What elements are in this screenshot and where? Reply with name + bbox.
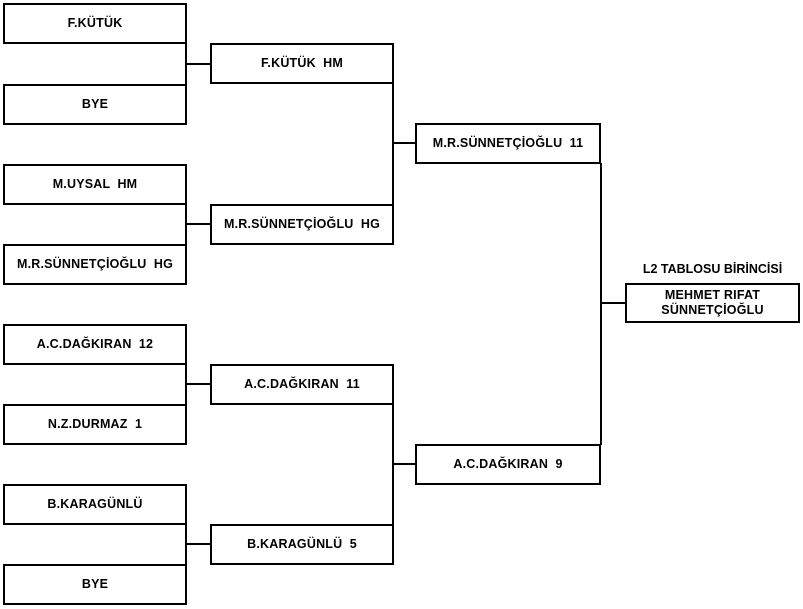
bracket-slot-r1-8[interactable]: BYE bbox=[3, 564, 187, 605]
connector-h-final bbox=[601, 302, 626, 304]
slot-label: A.C.DAĞKIRAN 11 bbox=[244, 376, 360, 391]
bracket-slot-r2-1[interactable]: F.KÜTÜK HM bbox=[210, 43, 394, 84]
connector-h-r2-pair1 bbox=[393, 142, 416, 144]
slot-label: F.KÜTÜK HM bbox=[260, 55, 344, 70]
slot-label: A.C.DAĞKIRAN 9 bbox=[453, 456, 563, 471]
connector-v-r2-pair1 bbox=[392, 84, 394, 205]
slot-label: M.R.SÜNNETÇİOĞLU HG bbox=[16, 256, 174, 271]
slot-label: M.UYSAL HM bbox=[52, 176, 138, 191]
slot-label: A.C.DAĞKIRAN 12 bbox=[36, 336, 154, 351]
slot-label: B.KARAGÜNLÜ bbox=[47, 496, 143, 511]
bracket-slot-r1-6[interactable]: N.Z.DURMAZ 1 bbox=[3, 404, 187, 445]
connector-h-r1-pair3 bbox=[186, 383, 211, 385]
connector-v-r1-pair4 bbox=[185, 525, 187, 566]
connector-v-r1-pair3 bbox=[185, 365, 187, 406]
connector-v-r2-pair2 bbox=[392, 405, 394, 525]
connector-v-r1-pair2 bbox=[185, 205, 187, 246]
slot-label: M.R.SÜNNETÇİOĞLU HG bbox=[223, 216, 381, 231]
champion-title-label: L2 TABLOSU BİRİNCİSİ bbox=[642, 262, 783, 276]
bracket-slot-r1-5[interactable]: A.C.DAĞKIRAN 12 bbox=[3, 324, 187, 365]
bracket-slot-r1-7[interactable]: B.KARAGÜNLÜ bbox=[3, 484, 187, 525]
slot-label: BYE bbox=[81, 576, 109, 591]
connector-h-r1-pair4 bbox=[186, 543, 211, 545]
bracket-slot-r3-1[interactable]: M.R.SÜNNETÇİOĞLU 11 bbox=[415, 123, 601, 164]
champion-name-line1: MEHMET RIFAT bbox=[664, 288, 761, 302]
bracket-slot-r1-1[interactable]: F.KÜTÜK bbox=[3, 3, 187, 44]
bracket-slot-r2-4[interactable]: B.KARAGÜNLÜ 5 bbox=[210, 524, 394, 565]
slot-label: BYE bbox=[81, 96, 109, 111]
slot-label: N.Z.DURMAZ 1 bbox=[47, 416, 143, 431]
slot-label: F.KÜTÜK bbox=[67, 15, 123, 30]
connector-v-r1-pair1 bbox=[185, 44, 187, 86]
bracket-slot-r2-3[interactable]: A.C.DAĞKIRAN 11 bbox=[210, 364, 394, 405]
connector-v-final bbox=[600, 163, 602, 445]
champion-name-line2: SÜNNETÇİOĞLU bbox=[661, 303, 764, 317]
slot-label: M.R.SÜNNETÇİOĞLU 11 bbox=[432, 135, 584, 150]
champion-box[interactable]: MEHMET RIFAT SÜNNETÇİOĞLU bbox=[625, 283, 800, 323]
connector-h-r2-pair2 bbox=[393, 463, 416, 465]
slot-label: B.KARAGÜNLÜ 5 bbox=[247, 536, 357, 551]
bracket-slot-r2-2[interactable]: M.R.SÜNNETÇİOĞLU HG bbox=[210, 204, 394, 245]
bracket-slot-r3-2[interactable]: A.C.DAĞKIRAN 9 bbox=[415, 444, 601, 485]
bracket-slot-r1-3[interactable]: M.UYSAL HM bbox=[3, 164, 187, 205]
connector-h-r1-pair1 bbox=[186, 63, 211, 65]
bracket-slot-r1-2[interactable]: BYE bbox=[3, 84, 187, 125]
connector-h-r1-pair2 bbox=[186, 223, 211, 225]
bracket-slot-r1-4[interactable]: M.R.SÜNNETÇİOĞLU HG bbox=[3, 244, 187, 285]
